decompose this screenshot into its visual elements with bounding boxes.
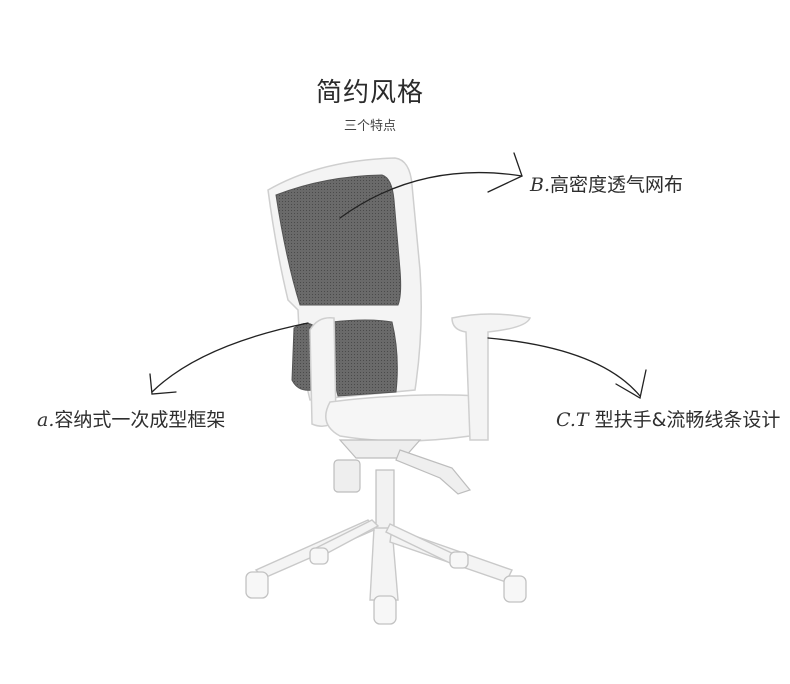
lever (395, 449, 472, 495)
feature-c-text: 型扶手&流畅线条设计 (588, 409, 781, 431)
feature-a-text: 容纳式一次成型框架 (54, 409, 226, 431)
right-armrest (451, 313, 532, 441)
feature-b-mark: B. (530, 174, 551, 196)
seat (325, 394, 487, 442)
annotation-arrows (149, 152, 647, 400)
feature-c-mark: C.T (556, 409, 589, 431)
feature-c-label: C.T 型扶手&流畅线条设计 (556, 405, 780, 432)
feature-a-label: a.容纳式一次成型框架 (37, 405, 225, 432)
feature-a-mark: a. (37, 409, 55, 431)
feature-b-text: 高密度透气网布 (550, 174, 684, 196)
arrow-c (487, 337, 641, 397)
page-title: 简约风格 (315, 78, 424, 108)
star-base (254, 519, 513, 601)
mesh-upper (275, 174, 402, 306)
knob (333, 459, 361, 493)
casters (245, 547, 527, 625)
arrow-a (151, 322, 309, 393)
page-subtitle: 三个特点 (343, 119, 396, 134)
mesh-lower (330, 319, 398, 397)
feature-b-label: B.高密度透气网布 (530, 170, 683, 197)
gas-lift (375, 469, 395, 533)
arrow-b (339, 171, 523, 219)
